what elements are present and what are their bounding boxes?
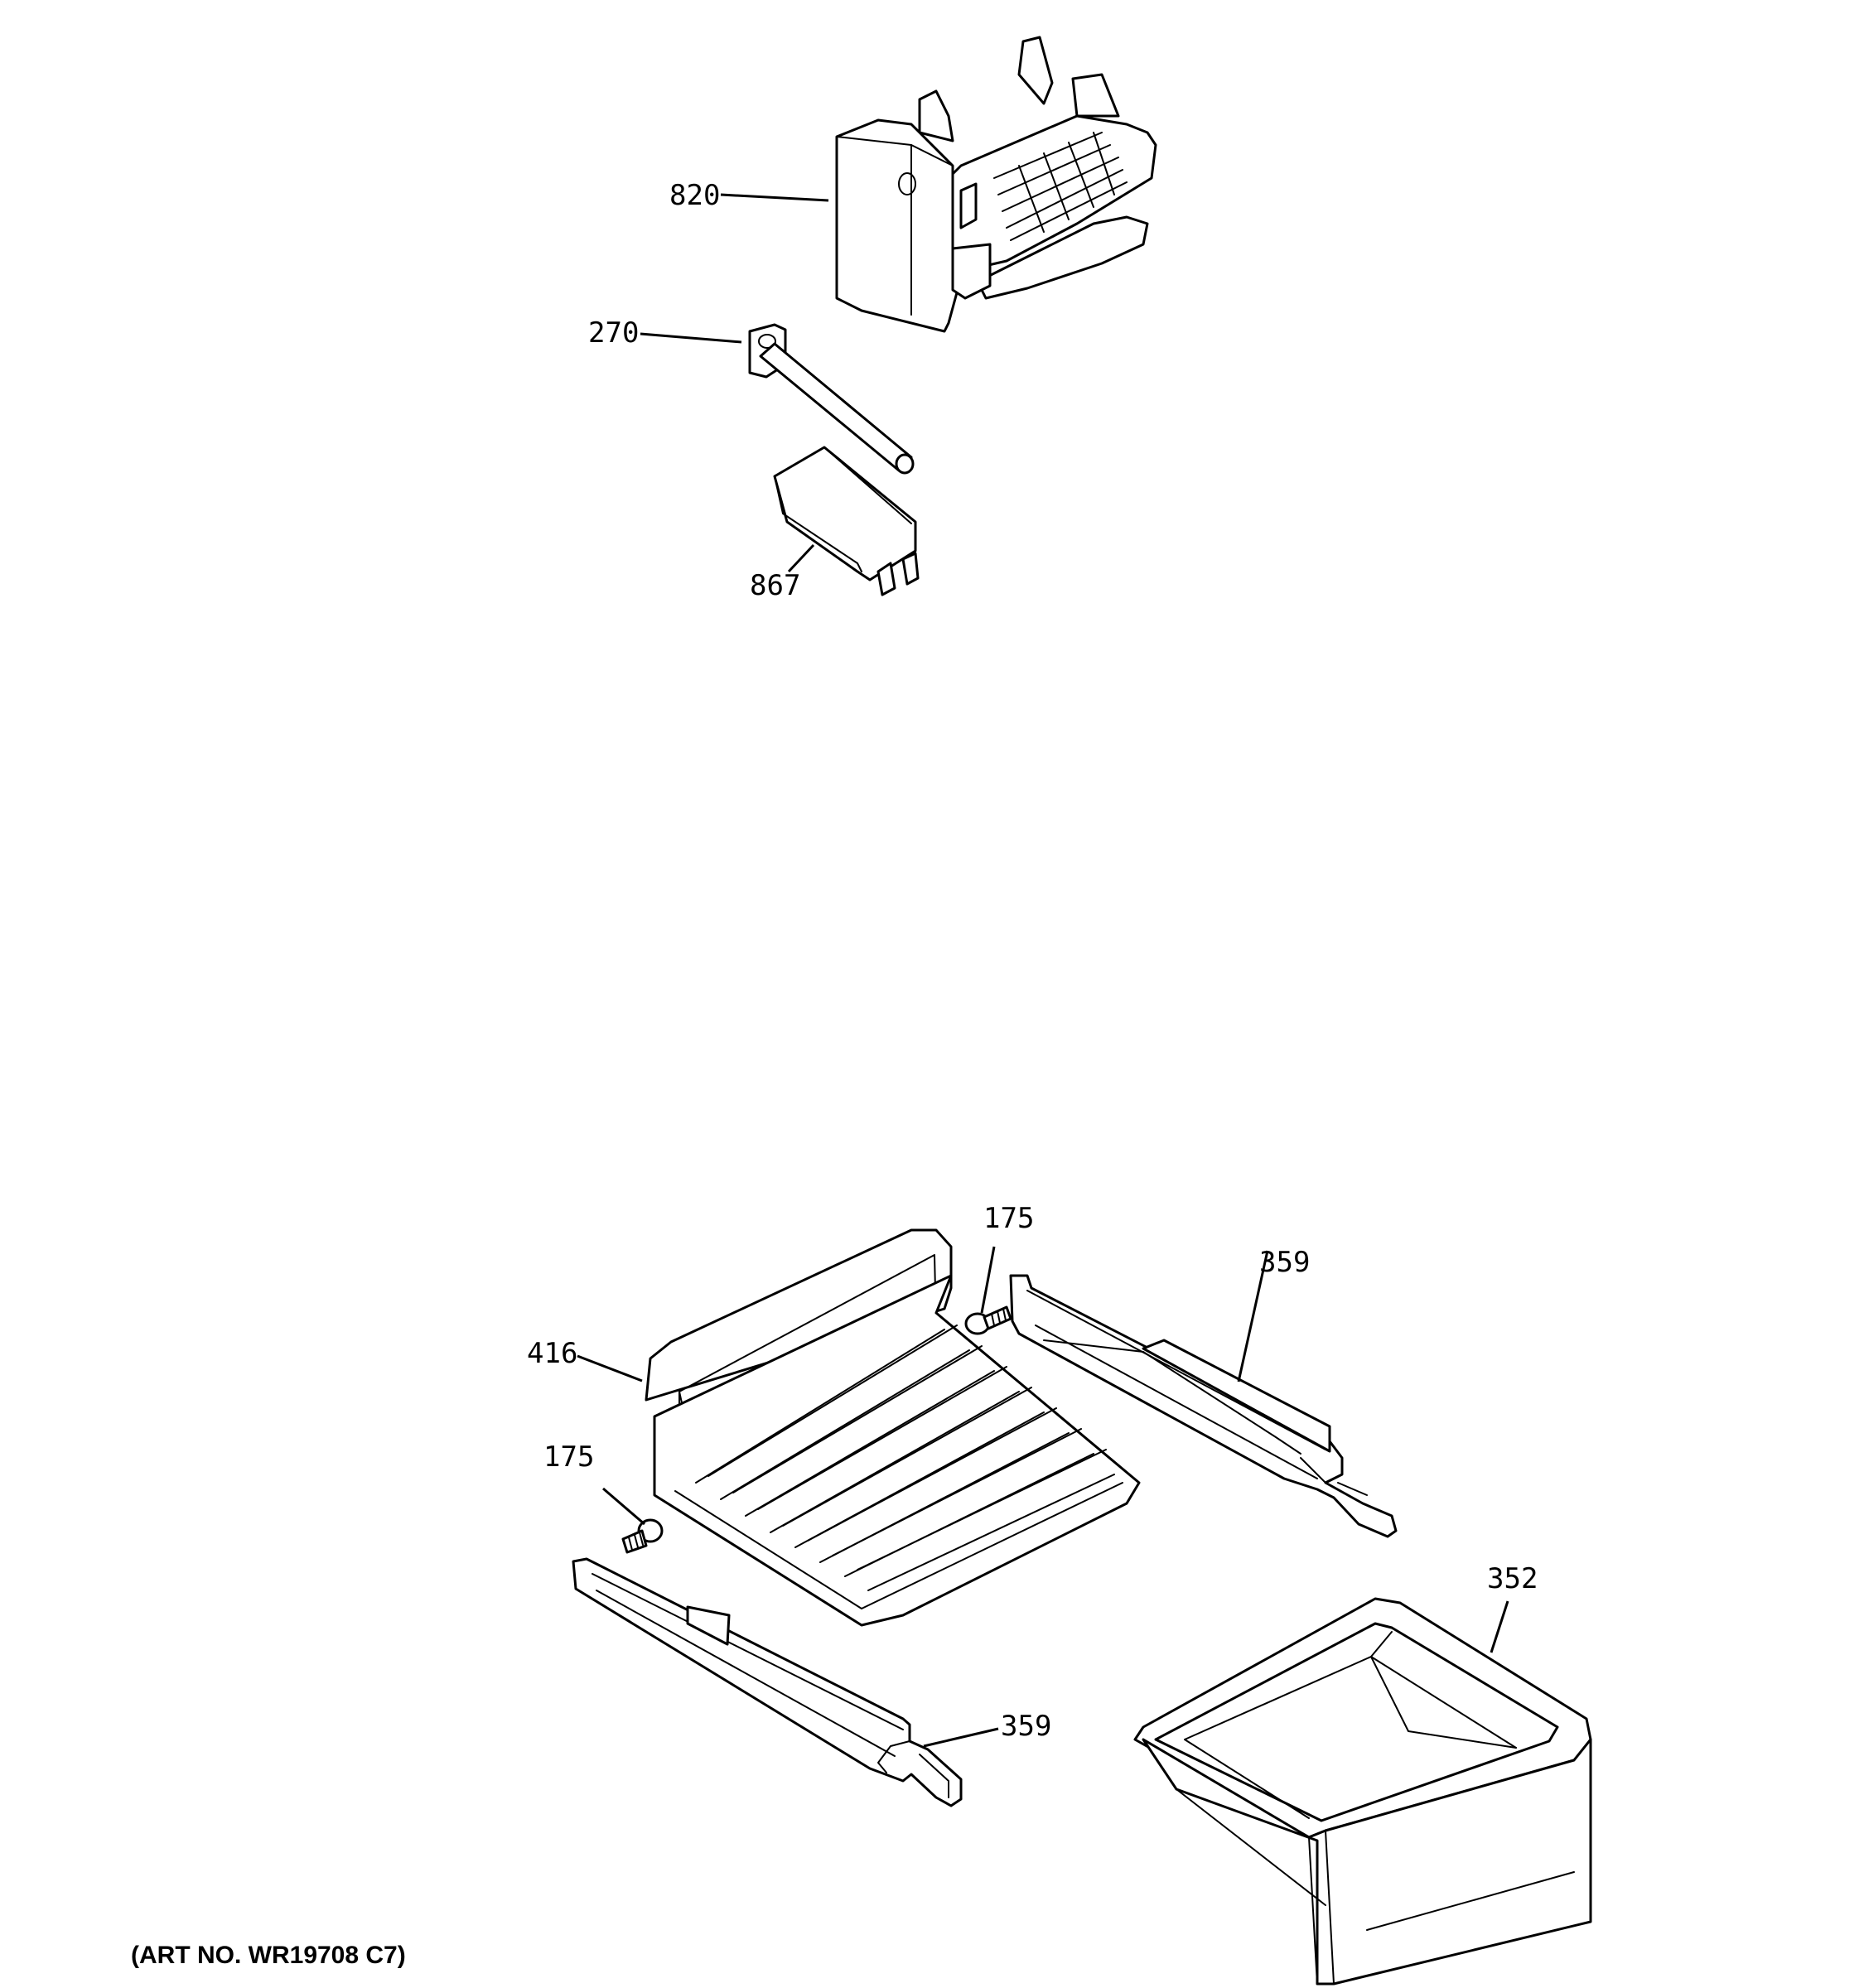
part-359-rail-right — [1009, 1274, 1398, 1538]
part-416-shelf — [645, 1228, 1141, 1627]
part-352-pan — [1133, 1597, 1592, 1986]
callout-352: 352 — [1487, 1562, 1538, 1595]
callout-359-left: 359 — [1001, 1710, 1051, 1743]
callout-416: 416 — [527, 1337, 577, 1370]
part-359-rail-left — [572, 1557, 963, 1807]
callout-175-lower: 175 — [543, 1440, 594, 1474]
art-number: (ART NO. WR19708 C7) — [131, 1942, 406, 1969]
part-270-fill-tube — [748, 323, 915, 475]
callout-867: 867 — [750, 569, 800, 602]
callout-270: 270 — [588, 316, 639, 350]
part-867-bracket — [773, 446, 920, 596]
leader-lines — [577, 193, 1509, 1748]
part-175-screw-upper — [964, 1305, 1012, 1335]
callout-175-upper: 175 — [983, 1202, 1034, 1235]
part-175-screw-lower — [621, 1518, 664, 1554]
part-820-icemaker — [835, 36, 1157, 333]
callout-359-right: 359 — [1259, 1246, 1310, 1279]
callout-820: 820 — [669, 179, 720, 212]
